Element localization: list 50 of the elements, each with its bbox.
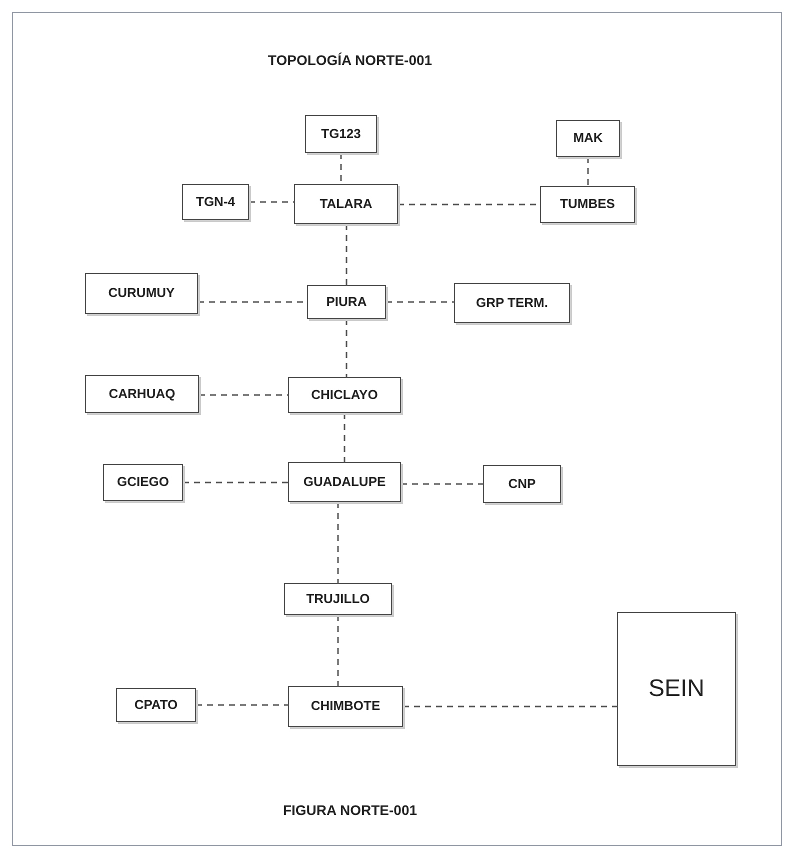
substation-box: [85, 375, 199, 413]
dashed-connector: [196, 704, 288, 706]
dashed-connector: [344, 413, 346, 462]
node-label: TALARA: [320, 196, 372, 212]
substation-box: [85, 273, 198, 314]
dashed-connector: [346, 319, 348, 377]
node-label: SEIN: [648, 674, 704, 704]
dashed-connector: [199, 394, 288, 396]
substation-box: [288, 462, 401, 502]
substation-box: [288, 686, 403, 727]
node-label: GCIEGO: [116, 474, 169, 491]
node-label: TRUJILLO: [306, 590, 370, 608]
node-label: TG123: [321, 126, 361, 142]
substation-box: [556, 120, 620, 157]
substation-box: [540, 186, 635, 223]
node-label: TUMBES: [560, 196, 615, 213]
figure-caption: FIGURA NORTE-001: [282, 801, 418, 820]
dashed-connector: [587, 157, 589, 186]
dashed-connector: [337, 502, 339, 583]
dashed-connector: [346, 224, 348, 285]
node-label: CHIMBOTE: [310, 698, 380, 715]
substation-box: [307, 285, 386, 319]
node-label: CNP: [508, 476, 536, 492]
dashed-connector: [401, 483, 483, 485]
diagram-title: TOPOLOGÍA NORTE-001: [266, 51, 434, 70]
system-box: [617, 612, 736, 766]
substation-box: [305, 115, 377, 153]
node-label: CPATO: [134, 696, 178, 714]
substation-box: [454, 283, 570, 323]
dashed-connector: [337, 615, 339, 686]
node-label: MAK: [573, 130, 603, 147]
node-label: CURUMUY: [108, 285, 175, 302]
dashed-connector: [249, 201, 294, 203]
node-label: CARHUAQ: [108, 386, 176, 402]
substation-box: [294, 184, 398, 224]
substation-box: [284, 583, 392, 615]
node-label: CHICLAYO: [311, 386, 378, 404]
dashed-connector: [340, 153, 342, 184]
node-label: PIURA: [326, 294, 367, 310]
substation-box: [182, 184, 249, 220]
substation-box: [483, 465, 561, 503]
node-label: GRP TERM.: [476, 294, 548, 312]
node-label: TGN-4: [196, 194, 235, 210]
dashed-connector: [386, 301, 454, 303]
substation-box: [103, 464, 183, 501]
dashed-connector: [403, 706, 617, 708]
node-label: GUADALUPE: [303, 474, 386, 490]
dashed-connector: [183, 482, 288, 484]
substation-box: [116, 688, 196, 722]
substation-box: [288, 377, 401, 413]
